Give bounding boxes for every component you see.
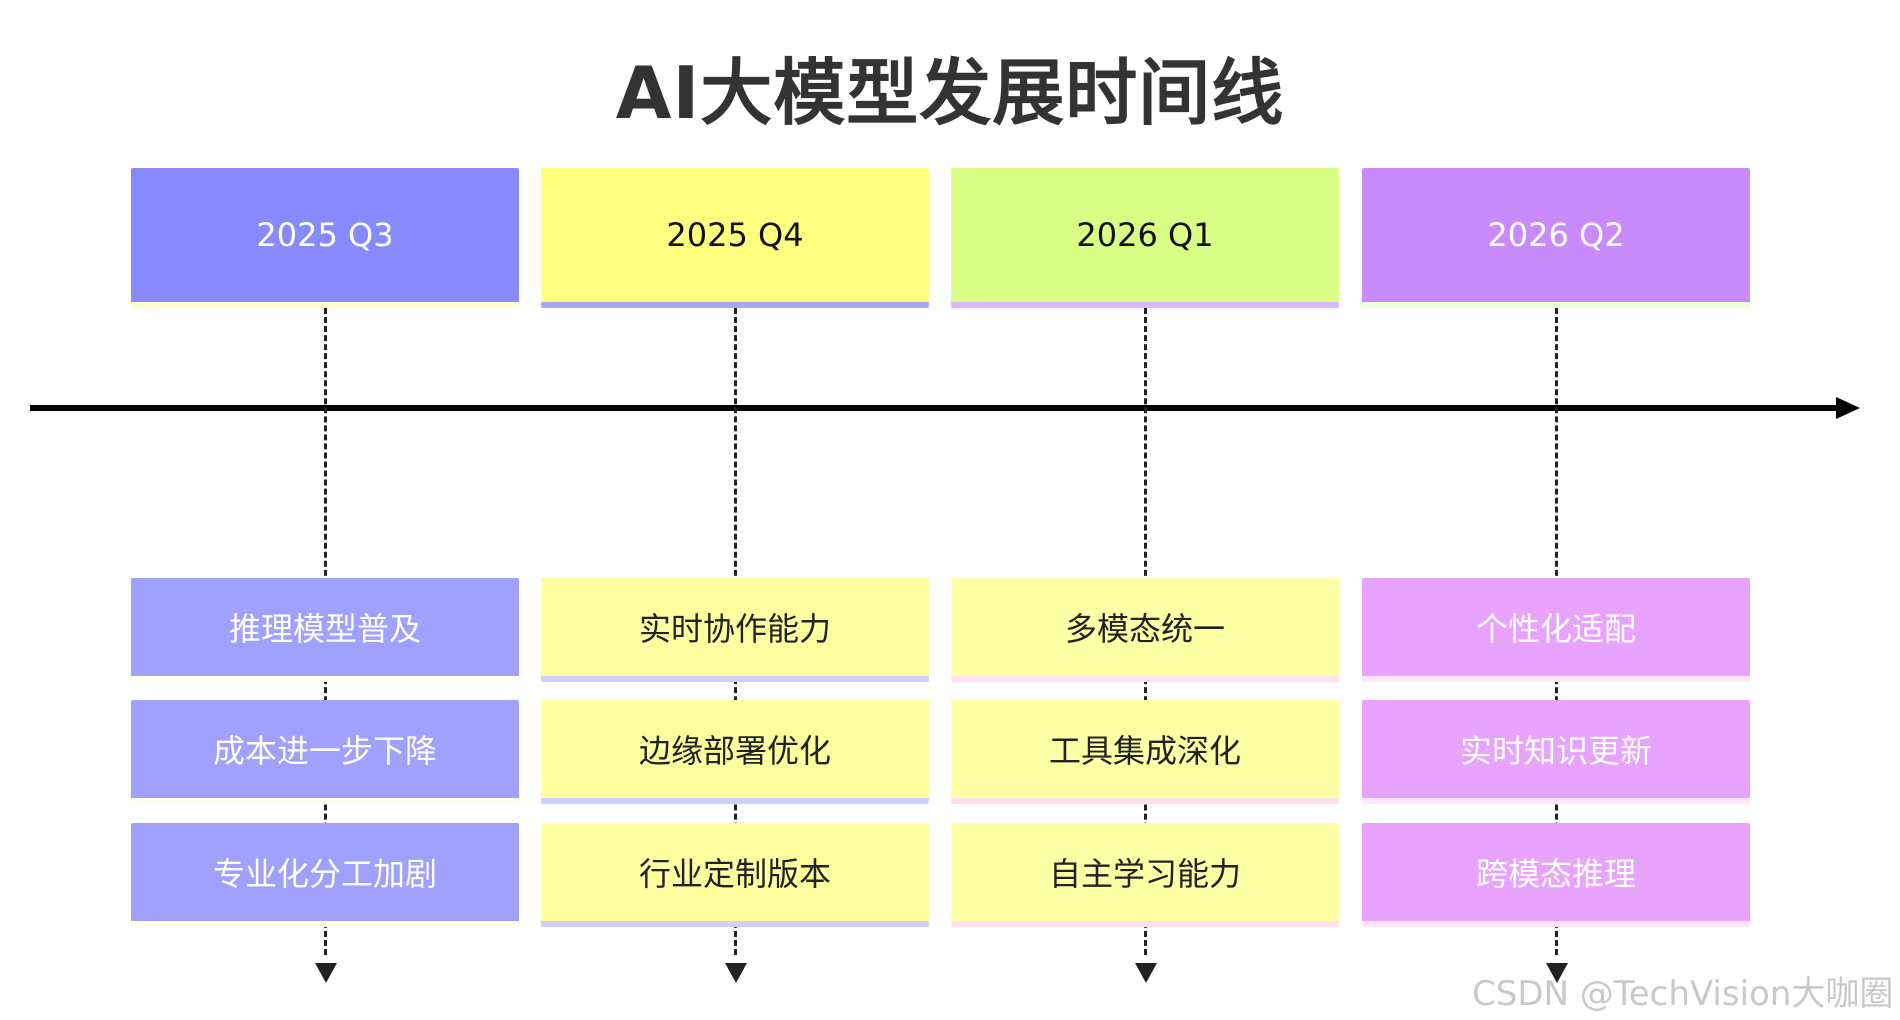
axis-arrow-icon (1836, 397, 1860, 419)
arrow-down-icon (1135, 963, 1157, 983)
arrow-down-icon (1546, 963, 1568, 983)
event-box: 自主学习能力 (951, 823, 1339, 927)
timeline-axis (30, 405, 1840, 411)
event-box: 跨模态推理 (1362, 823, 1750, 927)
period-header: 2026 Q1 (951, 168, 1339, 308)
event-box: 工具集成深化 (951, 700, 1339, 804)
arrow-down-icon (725, 963, 747, 983)
event-box: 专业化分工加剧 (131, 823, 519, 927)
arrow-down-icon (315, 963, 337, 983)
timeline-column: 2026 Q2 个性化适配实时知识更新跨模态推理 (1362, 168, 1750, 983)
period-header: 2025 Q3 (131, 168, 519, 308)
page-title: AI大模型发展时间线 (615, 51, 1285, 135)
timeline-column: 2025 Q4 实时协作能力边缘部署优化行业定制版本 (541, 168, 929, 983)
event-box: 行业定制版本 (541, 823, 929, 927)
timeline-column: 2026 Q1 多模态统一工具集成深化自主学习能力 (951, 168, 1339, 983)
period-header: 2026 Q2 (1362, 168, 1750, 308)
event-box: 实时协作能力 (541, 578, 929, 682)
event-box: 多模态统一 (951, 578, 1339, 682)
event-box: 边缘部署优化 (541, 700, 929, 804)
watermark: CSDN @TechVision大咖圈 (1472, 974, 1894, 1014)
timeline-column: 2025 Q3 推理模型普及成本进一步下降专业化分工加剧 (131, 168, 519, 983)
event-box: 成本进一步下降 (131, 700, 519, 804)
event-box: 实时知识更新 (1362, 700, 1750, 804)
period-header: 2025 Q4 (541, 168, 929, 308)
event-box: 个性化适配 (1362, 578, 1750, 682)
event-box: 推理模型普及 (131, 578, 519, 682)
